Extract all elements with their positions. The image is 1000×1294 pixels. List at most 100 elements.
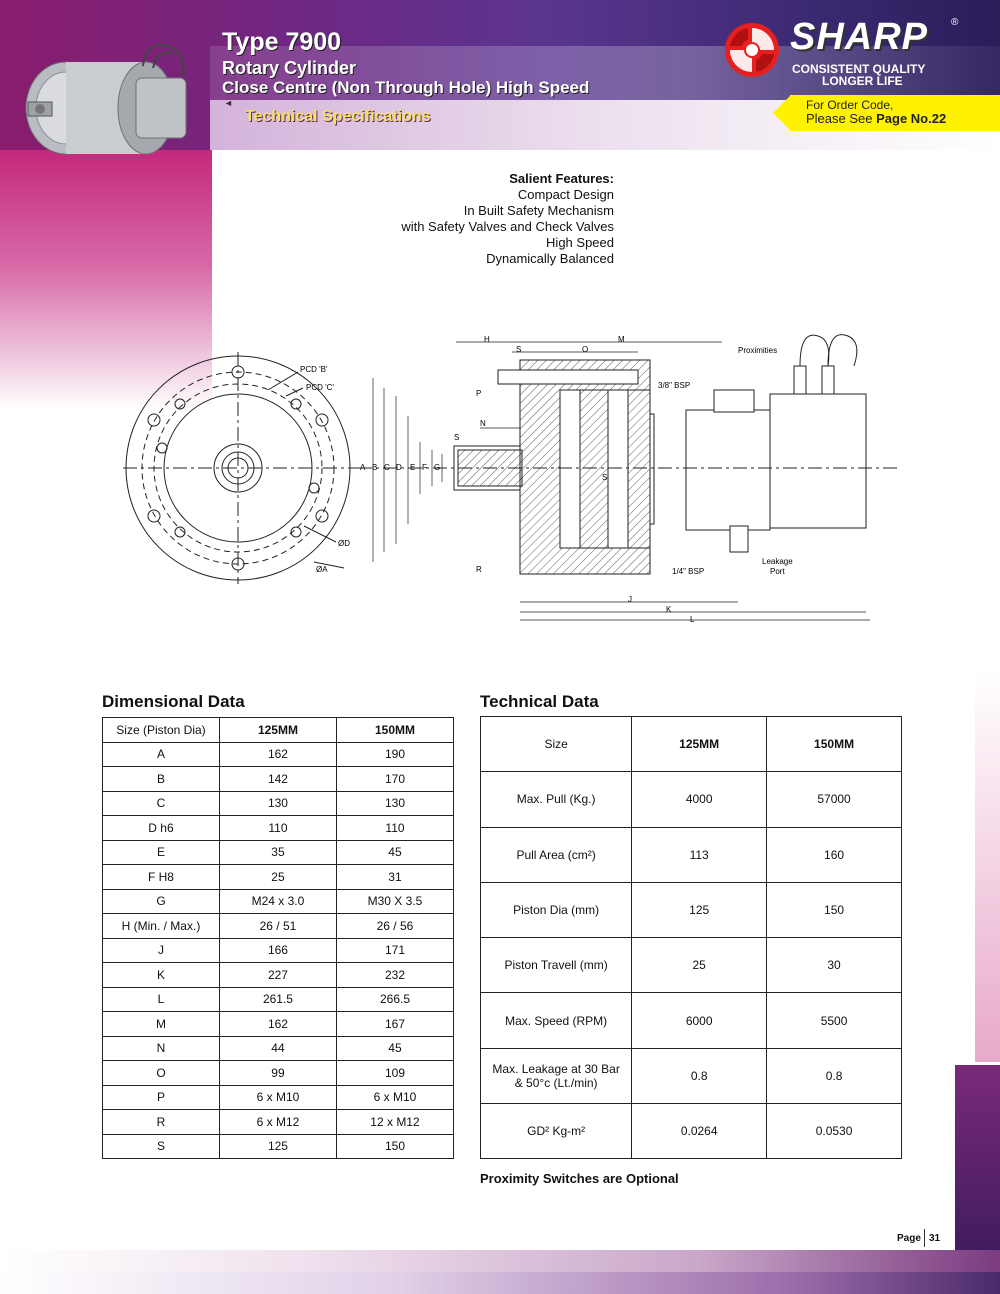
technical-cell: 125: [631, 881, 768, 939]
order-arrow-icon: [773, 95, 791, 131]
footer-band-lower: [0, 1272, 1000, 1294]
label-pcd-b: PCD 'B': [300, 365, 328, 374]
order-code-line1: For Order Code,: [806, 98, 894, 112]
dimensional-header-cell: Size (Piston Dia): [102, 717, 220, 743]
technical-cell: 0.0530: [766, 1103, 902, 1160]
order-page-ref[interactable]: Page No.22: [876, 111, 947, 126]
dimensional-cell: D h6: [102, 815, 220, 841]
dimensional-cell: 26 / 56: [335, 913, 455, 939]
dimensional-cell: 45: [335, 1035, 455, 1061]
dimensional-cell: M24 x 3.0: [218, 888, 337, 914]
order-code-box: [790, 95, 1000, 131]
dimensional-cell: F H8: [102, 864, 220, 890]
technical-cell: Piston Dia (mm): [479, 881, 633, 939]
dimensional-cell: 6 x M10: [335, 1084, 455, 1110]
dimensional-cell: A: [102, 741, 220, 767]
dimensional-cell: 162: [218, 741, 337, 767]
brand-tagline-2: LONGER LIFE: [822, 74, 903, 88]
brand-name: SHARP: [790, 16, 929, 58]
dimensional-cell: 150: [335, 1133, 455, 1159]
label-e: E: [410, 463, 415, 472]
technical-cell: 113: [631, 826, 768, 883]
dimensional-cell: 26 / 51: [218, 913, 337, 939]
technical-cell: 0.8: [631, 1047, 768, 1105]
dimensional-cell: B: [102, 766, 220, 792]
technical-drawing: PCD 'B' PCD 'C' ØD ØA: [123, 334, 898, 624]
dimensional-cell: O: [102, 1060, 220, 1086]
dimensional-cell: H (Min. / Max.): [102, 913, 220, 939]
label-h: H: [484, 335, 490, 344]
dimensional-cell: 6 x M12: [218, 1109, 337, 1135]
dimensional-cell: J: [102, 937, 220, 963]
dimensional-cell: M: [102, 1011, 220, 1037]
dimensional-cell: 142: [218, 766, 337, 792]
proximity-note: Proximity Switches are Optional: [480, 1171, 679, 1186]
dimensional-cell: 125: [218, 1133, 337, 1159]
technical-cell: 57000: [766, 771, 902, 828]
sharp-logo-icon: [725, 23, 779, 77]
technical-cell: 30: [766, 937, 902, 994]
label-g: G: [434, 463, 440, 472]
technical-cell: Max. Speed (RPM): [479, 992, 633, 1049]
technical-cell: 0.8: [766, 1047, 902, 1105]
dimensional-cell: C: [102, 790, 220, 816]
dimensional-cell: 261.5: [218, 986, 337, 1012]
dimensional-cell: 109: [335, 1060, 455, 1086]
dimensional-cell: 227: [218, 962, 337, 988]
technical-header-cell: Size: [479, 715, 633, 773]
label-proximities: Proximities: [738, 346, 777, 355]
label-j: J: [628, 595, 632, 604]
label-n: N: [480, 419, 486, 428]
label-s-top: S: [516, 345, 521, 354]
technical-cell: Max. Pull (Kg.): [479, 771, 633, 828]
label-bsp-3-8: 3/8" BSP: [658, 381, 690, 390]
registered-mark: ®: [951, 17, 959, 28]
section-title: Technical Specifications: [245, 108, 431, 125]
dimensional-cell: G: [102, 888, 220, 914]
table-row: Max. Leakage at 30 Bar & 50°c (Lt./min)0…: [479, 1047, 902, 1105]
label-d: D: [396, 463, 402, 472]
dimensional-cell: 110: [335, 815, 455, 841]
dimensional-header-cell: 150MM: [335, 717, 455, 743]
dimensional-cell: 31: [335, 864, 455, 890]
product-subtitle: Rotary Cylinder: [222, 58, 357, 78]
dimensional-cell: P: [102, 1084, 220, 1110]
label-s-vertical: S: [602, 473, 607, 482]
dimensional-cell: E: [102, 839, 220, 865]
technical-cell: 25: [631, 937, 768, 994]
technical-cell: Pull Area (cm²): [479, 826, 633, 883]
dimensional-cell: 167: [335, 1011, 455, 1037]
left-accent-band: [0, 150, 212, 410]
dimensional-cell: 25: [218, 864, 337, 890]
technical-cell: GD² Kg-m²: [479, 1103, 633, 1160]
feature-item: Compact Design: [517, 187, 614, 202]
dimensional-cell: 190: [335, 741, 455, 767]
dimensional-cell: R: [102, 1109, 220, 1135]
label-oa: ØA: [316, 565, 328, 574]
dimensional-data-title: Dimensional Data: [102, 692, 245, 711]
brand-tagline-1: CONSISTENT QUALITY: [792, 62, 926, 76]
salient-features: Salient Features: Compact Design In Buil…: [380, 171, 614, 267]
page-number: 31: [929, 1233, 941, 1244]
label-pcd-c: PCD 'C': [306, 383, 334, 392]
right-accent-bar: [955, 1065, 1000, 1275]
technical-cell: 6000: [631, 992, 768, 1049]
dimensional-cell: 6 x M10: [218, 1084, 337, 1110]
dimensional-cell: L: [102, 986, 220, 1012]
order-code-line2: Please See Page No.22: [806, 111, 947, 126]
